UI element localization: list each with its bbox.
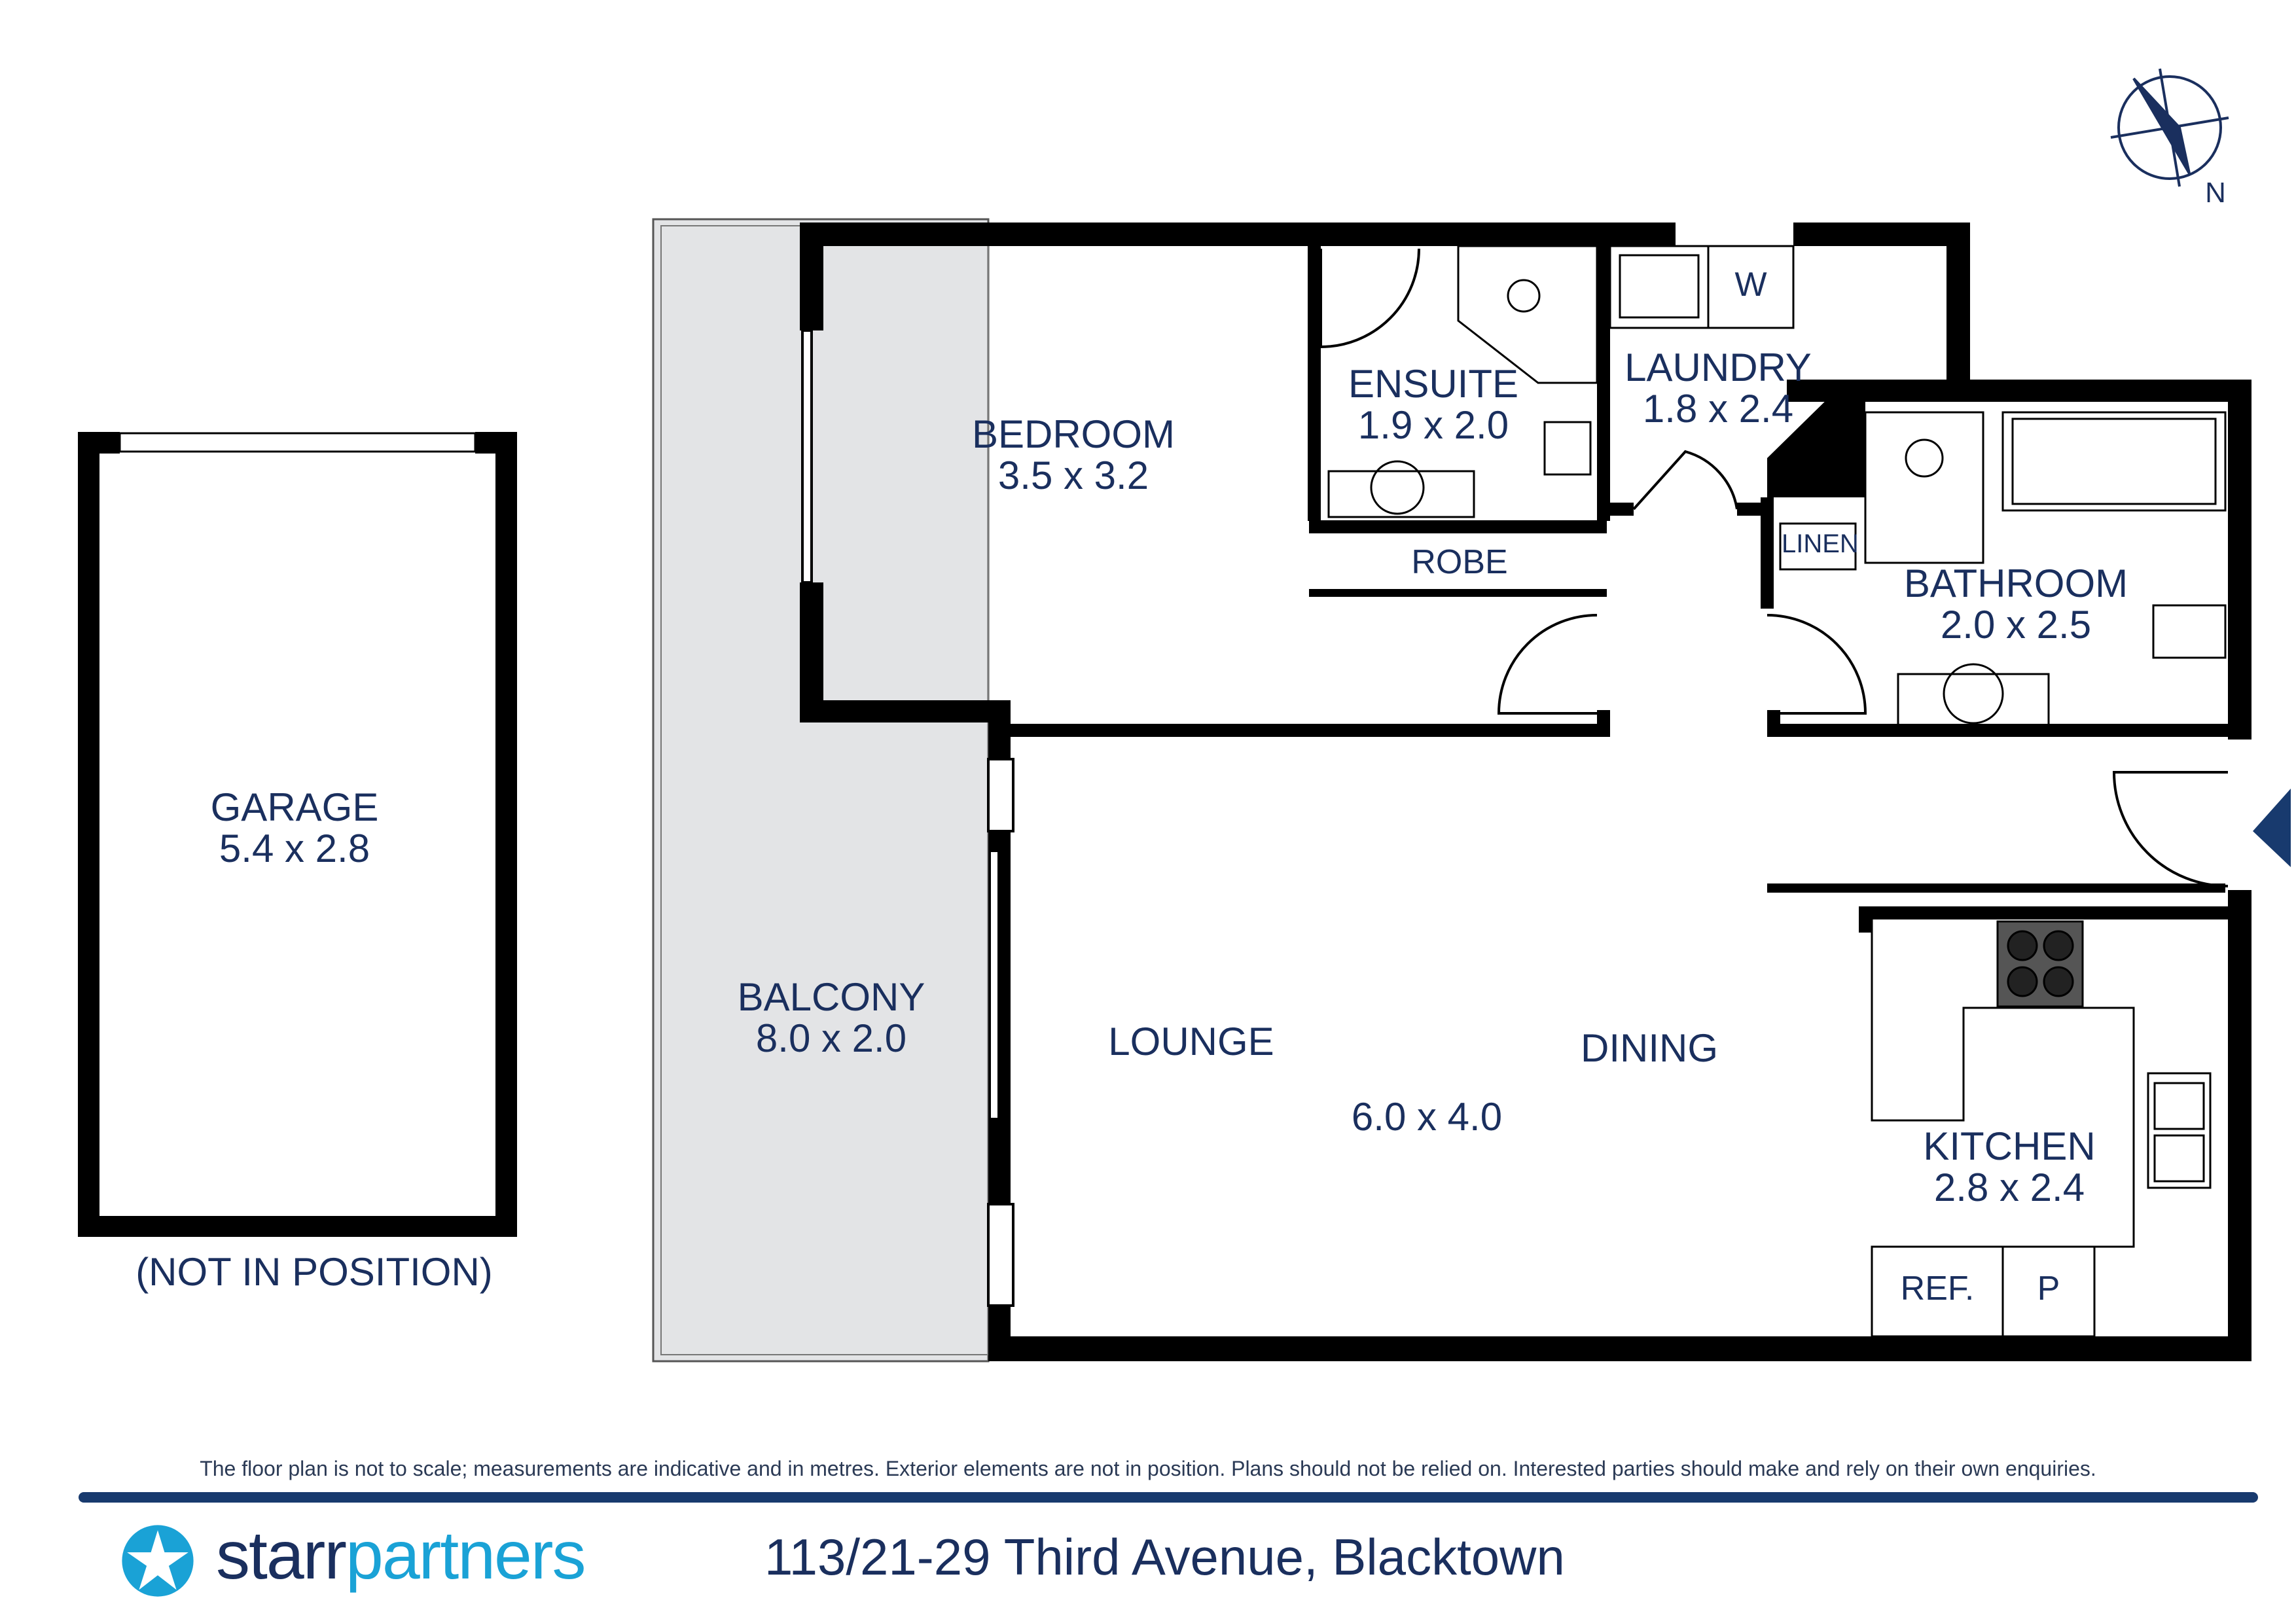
balcony-area (652, 218, 990, 1363)
bathroom-dims: 2.0 x 2.5 (1940, 603, 2092, 647)
robe-label: ROBE (1411, 543, 1508, 581)
balcony-dims: 8.0 x 2.0 (755, 1016, 907, 1060)
brand-part-2: partners (346, 1518, 586, 1594)
brand-part-1: starr (216, 1518, 347, 1594)
interior-walls (1001, 246, 2232, 933)
disclaimer: The floor plan is not to scale; measurem… (200, 1457, 2096, 1480)
laundry-fixtures (1609, 245, 1795, 329)
kitchen-fixtures (1871, 919, 2212, 1338)
entry-arrow (2253, 789, 2291, 867)
ensuite-name: ENSUITE (1348, 362, 1519, 406)
garage-dims: 5.4 x 2.8 (219, 827, 370, 870)
bathroom-label: BATHROOM 2.0 x 2.5 (1885, 563, 2147, 645)
brand-wordmark: starrpartners (216, 1517, 586, 1595)
compass-north-label: N (2205, 177, 2226, 209)
kitchen-label: KITCHEN 2.8 x 2.4 (1892, 1126, 2127, 1208)
laundry-dims: 1.8 x 2.4 (1642, 387, 1794, 431)
doors (1319, 248, 2229, 887)
lounge-label: LOUNGE (1108, 1020, 1274, 1063)
starr-partners-logo-icon (122, 1525, 194, 1597)
garage-label: GARAGE 5.4 x 2.8 (164, 787, 425, 869)
balcony-label: BALCONY 8.0 x 2.0 (700, 976, 962, 1059)
garage-walls (78, 432, 517, 1237)
linen-label: LINEN (1782, 529, 1859, 558)
balcony-name: BALCONY (737, 975, 925, 1019)
ensuite-fixtures (1327, 245, 1598, 518)
ensuite-label: ENSUITE 1.9 x 2.0 (1322, 363, 1545, 446)
bathroom-name: BATHROOM (1903, 562, 2128, 605)
garage-note: (NOT IN POSITION) (135, 1250, 493, 1294)
footer-rule (79, 1492, 2258, 1503)
laundry-name: LAUNDRY (1624, 346, 1812, 389)
bedroom-label: BEDROOM 3.5 x 3.2 (936, 414, 1211, 496)
washer-label: W (1734, 266, 1767, 304)
kitchen-dims: 2.8 x 2.4 (1933, 1166, 2085, 1209)
laundry-label: LAUNDRY 1.8 x 2.4 (1597, 347, 1839, 429)
bedroom-name: BEDROOM (971, 412, 1175, 456)
ensuite-dims: 1.9 x 2.0 (1357, 403, 1509, 447)
living-dims-label: 6.0 x 4.0 (1351, 1095, 1503, 1139)
fridge-label: REF. (1900, 1270, 1975, 1308)
compass-icon (2110, 68, 2229, 187)
pantry-label: P (2037, 1270, 2060, 1308)
garage-name: GARAGE (210, 785, 379, 829)
bedroom-dims: 3.5 x 3.2 (997, 454, 1149, 497)
bathroom-fixtures (1779, 411, 2227, 728)
kitchen-name: KITCHEN (1923, 1124, 2096, 1168)
dining-label: DINING (1581, 1026, 1718, 1070)
windows (801, 223, 1793, 1307)
property-address: 113/21-29 Third Avenue, Blacktown (764, 1528, 1565, 1586)
